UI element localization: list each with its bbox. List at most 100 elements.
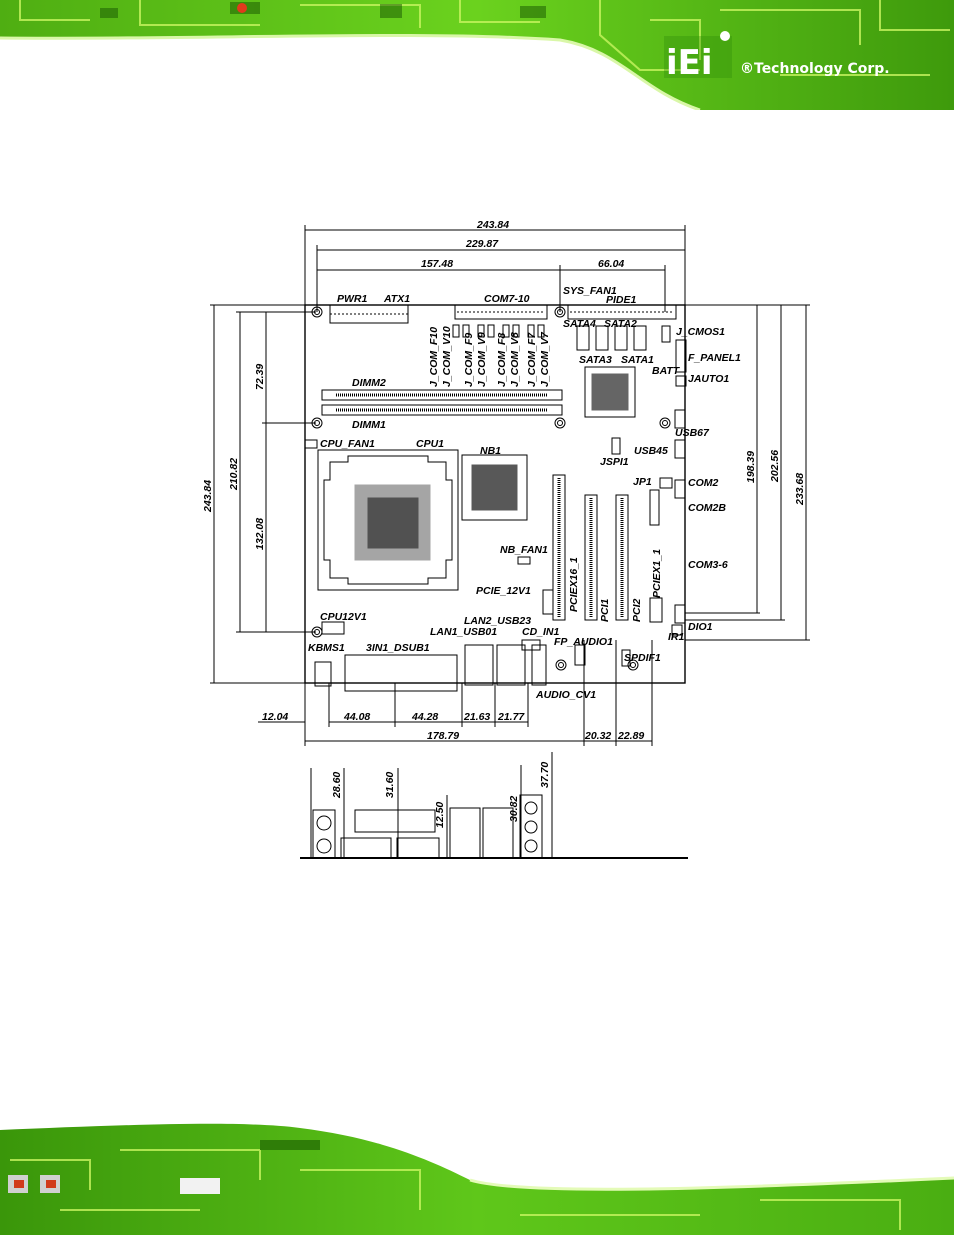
label-j-com-f9: J_COM_F9 <box>463 333 475 387</box>
dim-bottom-44b: 44.28 <box>411 711 438 723</box>
dim-height-132: 132.08 <box>254 518 266 550</box>
dim-bottom-21a: 21.63 <box>463 711 490 723</box>
pciex1-slot <box>649 489 660 526</box>
label-atx1: ATX1 <box>383 293 410 305</box>
southbridge-chip <box>584 366 636 418</box>
label-fp-audio1: FP_AUDIO1 <box>554 636 613 648</box>
label-com3-6: COM3-6 <box>688 559 728 571</box>
f-panel1-header <box>675 339 687 373</box>
jauto1-jumper <box>675 375 687 387</box>
label-cd-in1: CD_IN1 <box>522 626 560 638</box>
footer-circuit-traces <box>10 1149 901 1230</box>
label-cpu1: CPU1 <box>416 438 444 450</box>
header-swoosh-edge <box>0 33 701 110</box>
label-ir1: IR1 <box>668 631 685 643</box>
northbridge-heatsink <box>461 454 528 521</box>
label-cpu-fan1: CPU_FAN1 <box>320 438 375 450</box>
label-pci1: PCI1 <box>599 598 611 622</box>
label-nb-fan1: NB_FAN1 <box>500 544 548 556</box>
label-sata1: SATA1 <box>621 354 654 366</box>
label-j-com-f7: J_COM_F7 <box>526 332 538 387</box>
label-pciex16-1: PCIEX16_1 <box>568 557 580 612</box>
label-com2b: COM2B <box>688 502 726 514</box>
dim-bottom-21b: 21.77 <box>497 711 525 723</box>
dim-height-233: 233.68 <box>794 473 806 506</box>
j-cmos1-jumper <box>661 325 671 343</box>
label-lan1-usb01: LAN1_USB01 <box>430 626 497 638</box>
dim-bottom-22: 22.89 <box>617 730 644 742</box>
dim-height-198: 198.39 <box>745 451 757 483</box>
label-usb67: USB67 <box>675 427 710 439</box>
cpu-fan1-header <box>304 439 318 449</box>
label-jp1: JP1 <box>633 476 652 488</box>
dim-height-202: 202.56 <box>769 450 781 483</box>
dim-extension-right <box>685 304 810 641</box>
label-batt: BATT <box>652 365 681 377</box>
label-com2: COM2 <box>688 477 718 489</box>
label-j-com-v8: J_COM_V8 <box>509 332 521 387</box>
label-dimm1: DIMM1 <box>352 419 386 431</box>
dim-io-12: 12.50 <box>434 802 446 828</box>
label-sata2: SATA2 <box>604 318 637 330</box>
label-pci2: PCI2 <box>631 598 643 622</box>
dim-extension-left <box>210 304 316 684</box>
pciex16-slot <box>552 474 566 621</box>
label-j-com-v10: J_COM_V10 <box>441 326 453 387</box>
label-dio1: DIO1 <box>688 621 713 633</box>
footer-swoosh-edge <box>469 1176 954 1191</box>
ir1-header <box>671 624 683 636</box>
label-3in1-dsub1: 3IN1_DSUB1 <box>366 642 430 654</box>
pide1-connector <box>567 304 677 320</box>
atx-power-connector <box>329 304 409 324</box>
jspi1-header <box>611 437 621 455</box>
label-audio-cv1: AUDIO_CV1 <box>535 689 596 701</box>
dim-bottom-178: 178.79 <box>427 730 459 742</box>
iei-logo: iEi ®Technology Corp. <box>664 31 890 83</box>
cpu12v1-connector <box>321 621 345 635</box>
dim-extension-top <box>304 225 686 312</box>
label-j-cmos1: J_CMOS1 <box>676 326 725 338</box>
com7-10-header <box>454 304 548 320</box>
label-pide1: PIDE1 <box>606 294 637 306</box>
spdif1-header <box>621 649 631 667</box>
dim-width-157: 157.48 <box>421 258 453 270</box>
cd-in1-connector <box>521 639 541 651</box>
dim-io-37: 37.70 <box>539 762 551 788</box>
label-usb45: USB45 <box>634 445 668 457</box>
dim-io-30: 30.82 <box>508 796 520 822</box>
header-led <box>237 3 247 13</box>
dim-total-width: 243.84 <box>476 219 509 231</box>
dim-width-66: 66.04 <box>598 258 624 270</box>
footer-pcb-background <box>0 1123 954 1235</box>
label-pciex1-1: PCIEX1_1 <box>651 549 663 598</box>
label-jauto1: JAUTO1 <box>688 373 729 385</box>
dim-bottom-20: 20.32 <box>584 730 611 742</box>
label-j-com-f8: J_COM_F8 <box>496 333 508 387</box>
sata-connectors <box>576 325 647 351</box>
usb67-header <box>674 409 686 429</box>
label-kbms1: KBMS1 <box>308 642 345 654</box>
label-spdif1: SPDIF1 <box>624 652 661 664</box>
header-white-swoosh <box>0 35 700 110</box>
dim-extension-bottom <box>304 640 653 746</box>
label-dimm2: DIMM2 <box>352 377 386 389</box>
label-jspi1: JSPI1 <box>600 456 629 468</box>
label-pwr1: PWR1 <box>337 293 367 305</box>
label-com7-10: COM7-10 <box>484 293 530 305</box>
footer-banner <box>0 1120 954 1235</box>
label-f-panel1: F_PANEL1 <box>688 352 741 364</box>
label-sata3: SATA3 <box>579 354 612 366</box>
dim-io-28: 28.60 <box>331 772 343 799</box>
dim-height-72: 72.39 <box>254 364 266 390</box>
usb45-header <box>674 439 686 459</box>
header-circuit-traces <box>19 0 950 76</box>
svg-text:iEi: iEi <box>666 43 713 83</box>
cpu-socket <box>317 449 459 591</box>
jp1-jumper <box>659 477 673 489</box>
label-nb1: NB1 <box>480 445 501 457</box>
j-com-jumpers <box>452 324 545 338</box>
com2-header <box>674 479 686 499</box>
label-sata4: SATA4 <box>563 318 596 330</box>
dim-io-31: 31.60 <box>384 772 396 798</box>
